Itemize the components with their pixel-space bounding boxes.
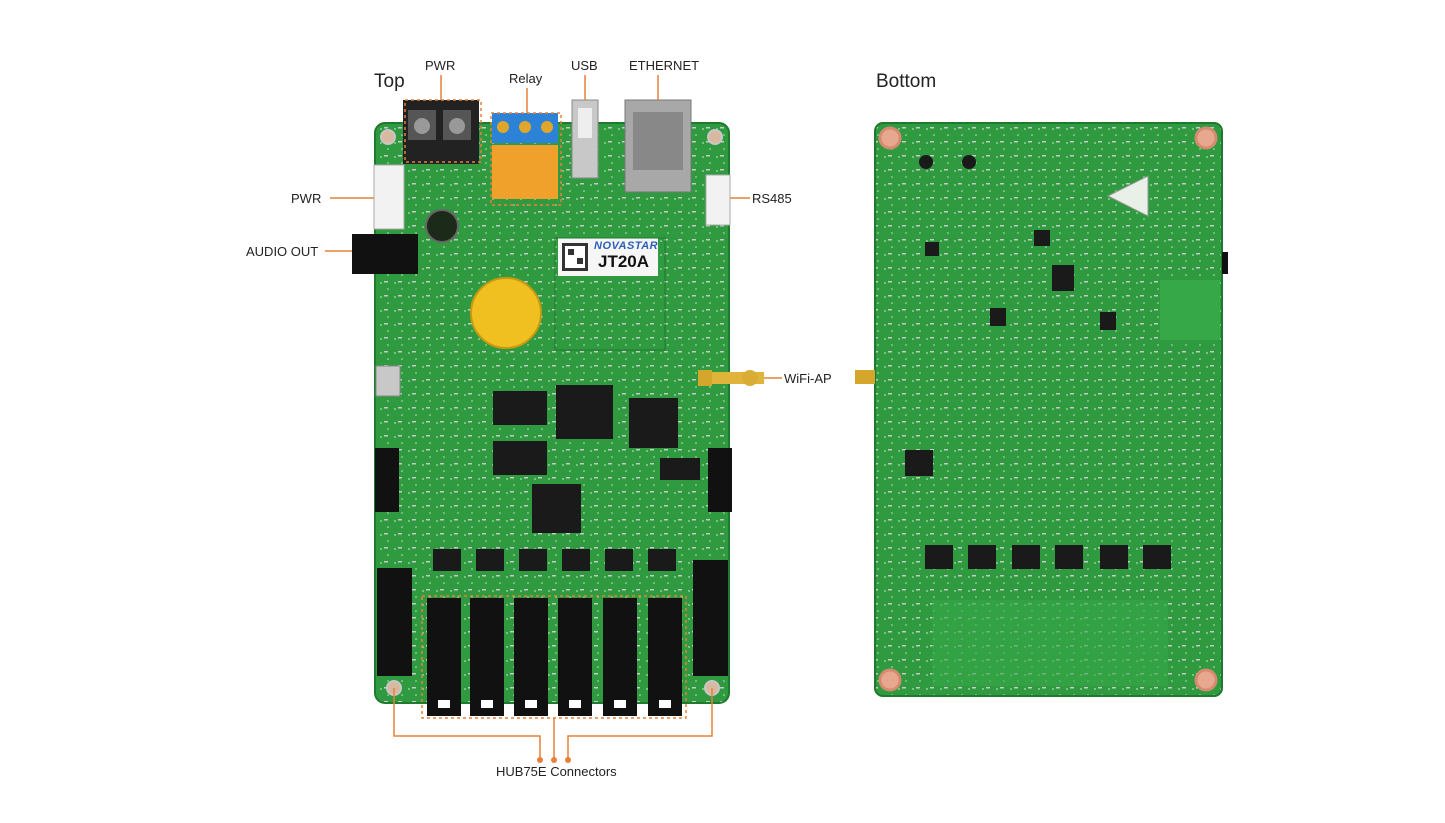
- bottom-board: [855, 122, 1228, 697]
- wifi-ap-label: WiFi-AP: [784, 371, 832, 386]
- top-title: Top: [374, 71, 405, 92]
- audio-out-label: AUDIO OUT: [246, 244, 319, 259]
- ethernet-label: ETHERNET: [629, 58, 700, 73]
- usb-label: USB: [571, 58, 598, 73]
- board-brand: NOVASTAR: [594, 240, 659, 252]
- pwr-side-label: PWR: [291, 191, 322, 206]
- callout-lines: [325, 75, 782, 758]
- rs485-label: RS485: [752, 191, 792, 206]
- pwr-top-label: PWR: [425, 58, 456, 73]
- hub75e-label: HUB75E Connectors: [496, 764, 617, 779]
- bottom-title: Bottom: [876, 71, 937, 92]
- top-board: [352, 99, 764, 719]
- board-model: JT20A: [598, 252, 650, 271]
- relay-label: Relay: [509, 71, 543, 86]
